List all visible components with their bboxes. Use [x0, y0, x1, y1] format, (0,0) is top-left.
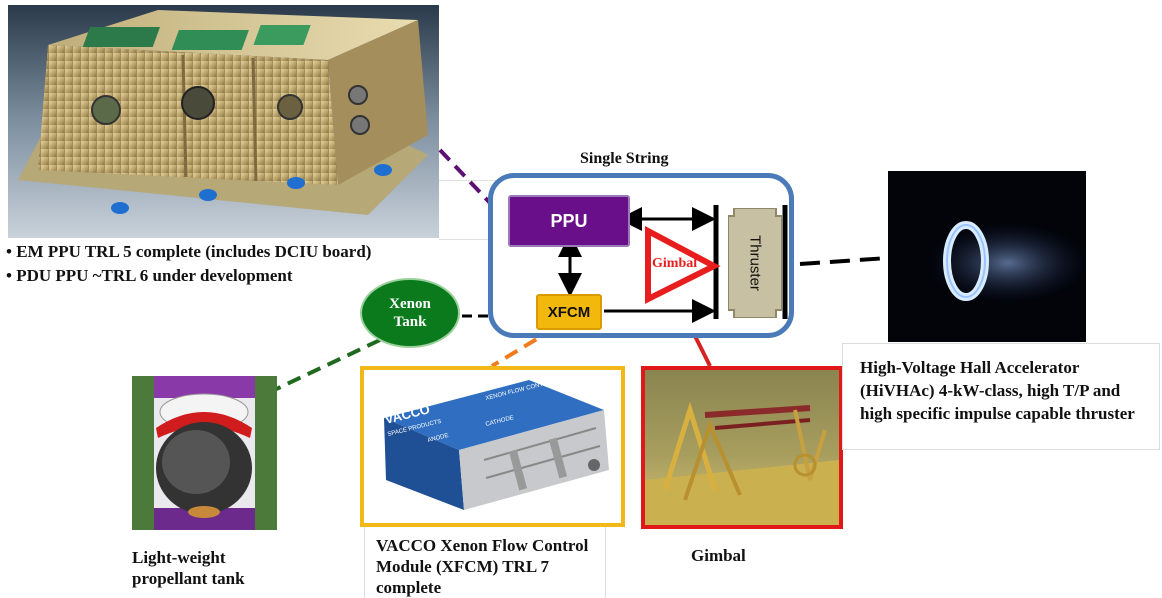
gimbal-label: Gimbal [652, 256, 698, 271]
ppu-label: PPU [550, 210, 588, 231]
thruster-to-photo-line [799, 256, 889, 266]
tank-leader-line [269, 338, 381, 394]
propellant-tank-image [132, 376, 277, 530]
xfcm-photo: VACCO SPACE PRODUCTS XENON FLOW CONTROL … [360, 366, 625, 527]
xenon-tank-circle: Xenon Tank [360, 278, 460, 348]
ppu-box: PPU [508, 195, 630, 247]
xfcm-label: XFCM [547, 303, 591, 321]
ppu-status-item: • PDU PPU ~TRL 6 under development [6, 266, 293, 285]
xfcm-photo-anode: ANODE [427, 433, 449, 444]
single-string-title: Single String [580, 150, 669, 167]
thruster-label: Thruster [746, 235, 764, 291]
propellant-tank-caption: Light-weight propellant tank [132, 548, 245, 588]
ppu-leader-line [438, 148, 510, 224]
gimbal-triangle [645, 226, 721, 304]
thruster-caption-box [842, 343, 1160, 450]
single-string-diagram [558, 205, 788, 323]
ppu-status-item: • EM PPU TRL 5 complete (includes DCIU b… [6, 242, 372, 261]
xenon-tank-label: Xenon Tank [389, 296, 431, 330]
xfcm-caption-box [364, 527, 606, 598]
thruster-box [727, 207, 783, 319]
gimbal-photo [641, 366, 843, 529]
xfcm-box: XFCM [536, 294, 602, 330]
xfcm-caption: VACCO Xenon Flow Control Module (XFCM) T… [376, 536, 589, 597]
ppu-status-list: • EM PPU TRL 5 complete (includes DCIU b… [6, 240, 371, 288]
thruster-caption: High-Voltage Hall Accelerator (HiVHAc) 4… [860, 358, 1135, 423]
gimbal-caption: Gimbal [691, 546, 746, 565]
thruster-photo [888, 171, 1086, 342]
ppu-photo [8, 5, 439, 238]
